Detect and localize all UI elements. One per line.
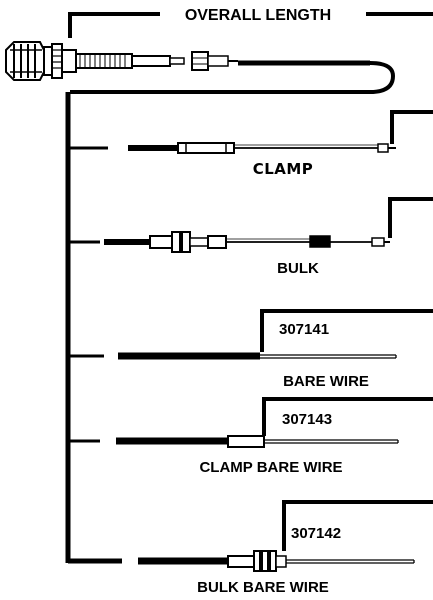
bare-wire-part-number: 307141	[279, 321, 329, 338]
hex-fitting-icon	[191, 51, 238, 71]
bulk-bare-wire-cable: 307142 BULK BARE WIRE	[68, 500, 433, 596]
bare-wire-label: BARE WIRE	[283, 373, 369, 390]
bulk-bare-wire-part-number: 307142	[291, 525, 341, 542]
clamp-bare-wire-part-number: 307143	[282, 411, 332, 428]
clamp-cable: CLAMP	[68, 110, 433, 178]
knurled-knob-icon	[5, 41, 77, 81]
threaded-body-icon	[75, 53, 185, 69]
control-head-assembly	[5, 41, 396, 94]
overall-length-dimension: OVERALL LENGTH	[68, 7, 433, 38]
bulk-bare-wire-label: BULK BARE WIRE	[197, 579, 329, 596]
bulk-cable: BULK	[68, 197, 433, 277]
overall-length-label: OVERALL LENGTH	[185, 7, 331, 24]
clamp-label: CLAMP	[253, 160, 314, 178]
clamp-bare-wire-label: CLAMP BARE WIRE	[199, 459, 342, 476]
clamp-bare-wire-cable: 307143 CLAMP BARE WIRE	[68, 397, 433, 476]
bare-wire-cable: 307141 BARE WIRE	[68, 309, 433, 390]
bulk-label: BULK	[277, 260, 319, 277]
